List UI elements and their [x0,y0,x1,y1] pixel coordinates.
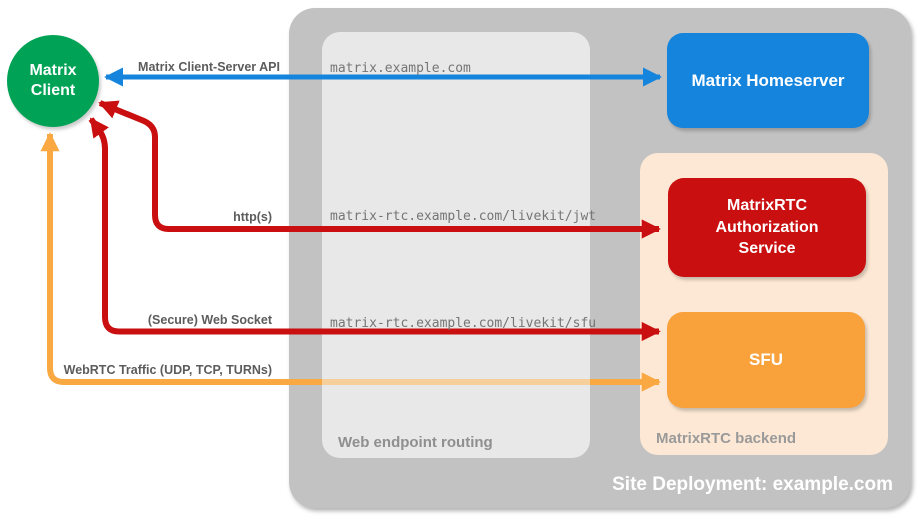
webrtc-arrow-left [40,132,322,385]
endpoint-matrix: matrix.example.com [330,61,471,76]
matrixrtc-authorization-service-label: MatrixRTC Authorization Service [715,197,819,258]
matrixrtc-authorization-service-node: MatrixRTC Authorization Service [668,178,866,277]
web-endpoint-routing-zone [322,32,590,458]
endpoint-livekit-sfu: matrix-rtc.example.com/livekit/sfu [330,316,597,331]
sfu-node: SFU [667,312,865,408]
endpoint-livekit-jwt: matrix-rtc.example.com/livekit/jwt [330,209,597,224]
client-server-api-label: Matrix Client-Server API [138,60,280,74]
webrtc-traffic-label: WebRTC Traffic (UDP, TCP, TURNs) [63,363,272,377]
https-label: http(s) [233,210,272,224]
matrix-homeserver-label: Matrix Homeserver [691,70,845,90]
matrixrtc-backend-caption: MatrixRTC backend [656,430,797,447]
matrix-homeserver-node: Matrix Homeserver [667,33,869,128]
websocket-label: (Secure) Web Socket [147,313,272,327]
web-endpoint-routing-caption: Web endpoint routing [338,434,493,451]
sfu-label: SFU [749,350,783,369]
matrix-client-label: Matrix Client [29,62,77,99]
matrix-client-node: Matrix Client [7,35,99,127]
